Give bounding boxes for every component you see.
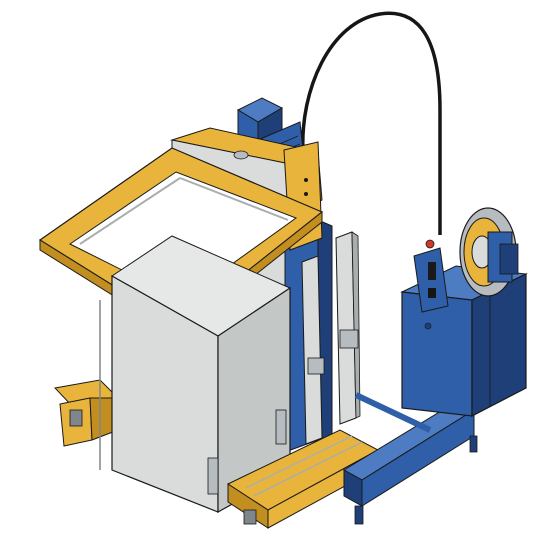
strap-coil-icon	[459, 207, 519, 297]
guide-posts	[301, 231, 361, 445]
control-panel	[413, 239, 449, 313]
base-beam	[343, 392, 478, 525]
left-floor-rail	[54, 379, 120, 447]
emergency-stop-icon	[425, 239, 435, 249]
strap-cable	[301, 11, 442, 235]
